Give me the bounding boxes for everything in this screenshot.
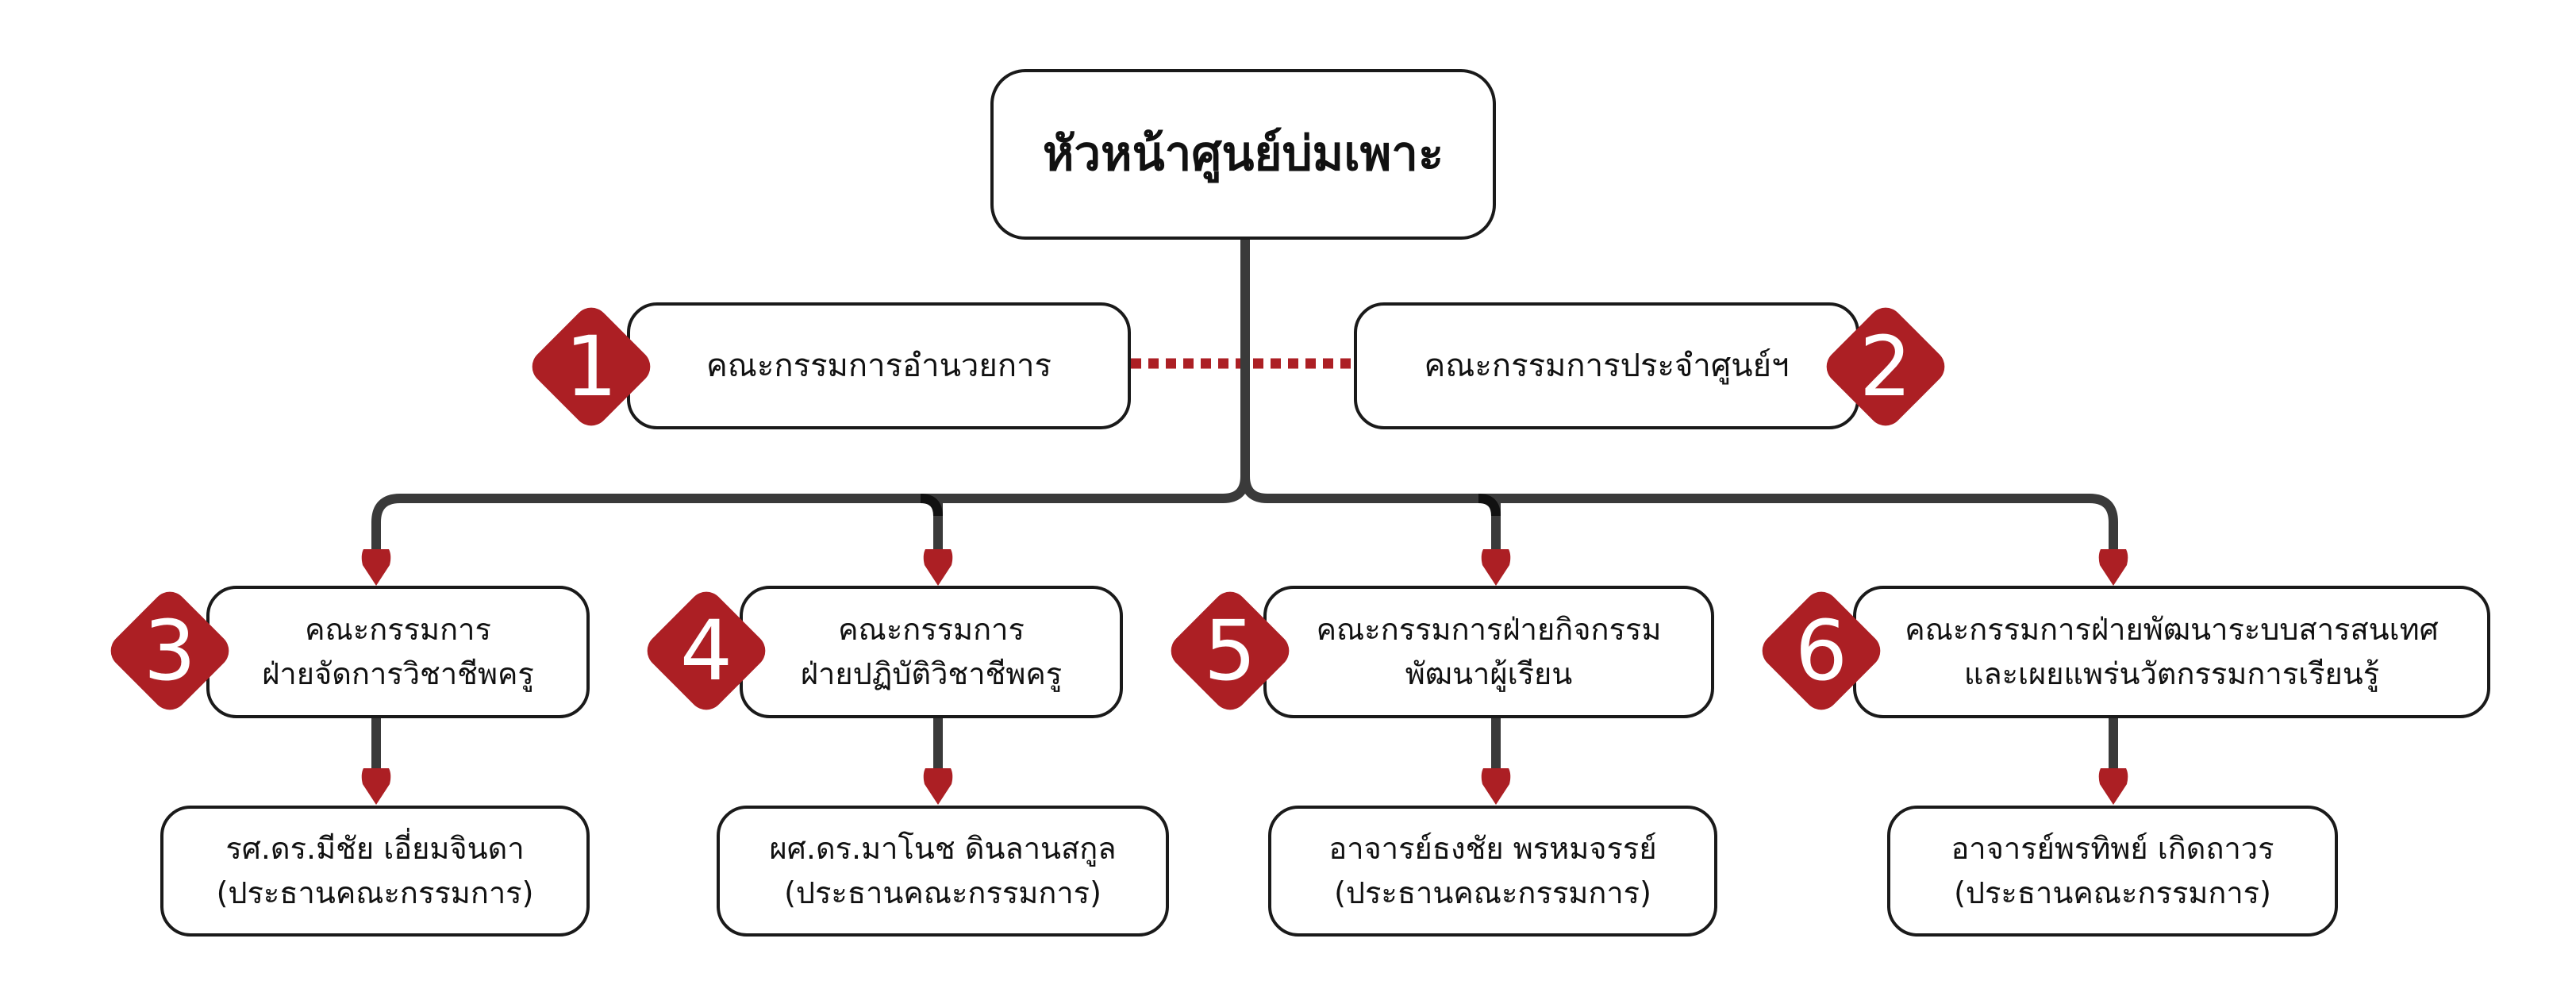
committee-label: คณะกรรมการอำนวยการ bbox=[706, 348, 1052, 384]
branch-line-5 bbox=[1478, 494, 1501, 517]
division-line1: คณะกรรมการ bbox=[305, 612, 491, 648]
number-badge-3: 3 bbox=[100, 581, 240, 721]
chair-name: อาจารย์พรทิพย์ เกิดถาวร bbox=[1951, 831, 2274, 867]
division-line1: คณะกรรมการฝ่ายพัฒนาระบบสารสนเทศ bbox=[1905, 612, 2439, 648]
number-badge-2: 2 bbox=[1816, 297, 1955, 437]
number-badge-1: 1 bbox=[521, 297, 661, 437]
badge-number: 3 bbox=[143, 602, 197, 699]
chair-box-5: อาจารย์ธงชัย พรหมจรรย์ (ประธานคณะกรรมการ… bbox=[1268, 806, 1717, 937]
division-line2: พัฒนาผู้เรียน bbox=[1405, 656, 1573, 691]
branch-line-4 bbox=[920, 494, 943, 517]
arrow-head-chair-4 bbox=[923, 768, 953, 805]
trunk-line bbox=[371, 240, 2118, 556]
committee-label: คณะกรรมการประจำศูนย์ฯ bbox=[1424, 348, 1790, 384]
division-box-6: คณะกรรมการฝ่ายพัฒนาระบบสารสนเทศ และเผยแพ… bbox=[1853, 586, 2490, 718]
division-line2: ฝ่ายปฏิบัติวิชาชีพครู bbox=[800, 656, 1063, 691]
chair-name: ผศ.ดร.มาโนช ดินลานสกูล bbox=[769, 831, 1117, 867]
chair-name: รศ.ดร.มีชัย เอี่ยมจินดา bbox=[225, 831, 525, 867]
division-box-4: คณะกรรมการ ฝ่ายปฏิบัติวิชาชีพครู bbox=[740, 586, 1123, 718]
committee-box-2: คณะกรรมการประจำศูนย์ฯ bbox=[1354, 302, 1859, 429]
head-box: หัวหน้าศูนย์บ่มเพาะ bbox=[990, 69, 1496, 240]
division-box-3: คณะกรรมการ ฝ่ายจัดการวิชาชีพครู bbox=[206, 586, 590, 718]
arrow-head-6 bbox=[2098, 549, 2128, 586]
division-line1: คณะกรรมการ bbox=[838, 612, 1025, 648]
arrow-head-5 bbox=[1481, 549, 1511, 586]
chair-role: (ประธานคณะกรรมการ) bbox=[1954, 875, 2271, 910]
division-line2: และเผยแพร่นวัตกรรมการเรียนรู้ bbox=[1963, 656, 2380, 691]
arrow-head-chair-5 bbox=[1481, 768, 1511, 805]
chair-name: อาจารย์ธงชัย พรหมจรรย์ bbox=[1328, 831, 1657, 867]
chair-box-3: รศ.ดร.มีชัย เอี่ยมจินดา (ประธานคณะกรรมกา… bbox=[160, 806, 590, 937]
chair-role: (ประธานคณะกรรมการ) bbox=[216, 875, 534, 910]
badge-number: 2 bbox=[1859, 318, 1913, 415]
badge-number: 1 bbox=[564, 318, 618, 415]
committee-box-1: คณะกรรมการอำนวยการ bbox=[627, 302, 1131, 429]
badge-number: 5 bbox=[1203, 602, 1257, 699]
arrow-head-chair-3 bbox=[361, 768, 391, 805]
badge-number: 4 bbox=[679, 602, 733, 699]
division-line1: คณะกรรมการฝ่ายกิจกรรม bbox=[1316, 612, 1662, 648]
division-box-5: คณะกรรมการฝ่ายกิจกรรม พัฒนาผู้เรียน bbox=[1263, 586, 1714, 718]
arrow-head-3 bbox=[361, 549, 391, 586]
number-badge-6: 6 bbox=[1751, 581, 1891, 721]
arrow-head-chair-6 bbox=[2098, 768, 2128, 805]
chair-role: (ประธานคณะกรรมการ) bbox=[784, 875, 1102, 910]
division-line2: ฝ่ายจัดการวิชาชีพครู bbox=[262, 656, 534, 691]
chair-box-4: ผศ.ดร.มาโนช ดินลานสกูล (ประธานคณะกรรมการ… bbox=[717, 806, 1169, 937]
arrow-head-4 bbox=[923, 549, 953, 586]
chair-role: (ประธานคณะกรรมการ) bbox=[1334, 875, 1651, 910]
badge-number: 6 bbox=[1794, 602, 1848, 699]
head-title: หัวหน้าศูนย์บ่มเพาะ bbox=[1042, 126, 1444, 182]
chair-box-6: อาจารย์พรทิพย์ เกิดถาวร (ประธานคณะกรรมกา… bbox=[1887, 806, 2338, 937]
number-badge-5: 5 bbox=[1160, 581, 1300, 721]
number-badge-4: 4 bbox=[636, 581, 776, 721]
